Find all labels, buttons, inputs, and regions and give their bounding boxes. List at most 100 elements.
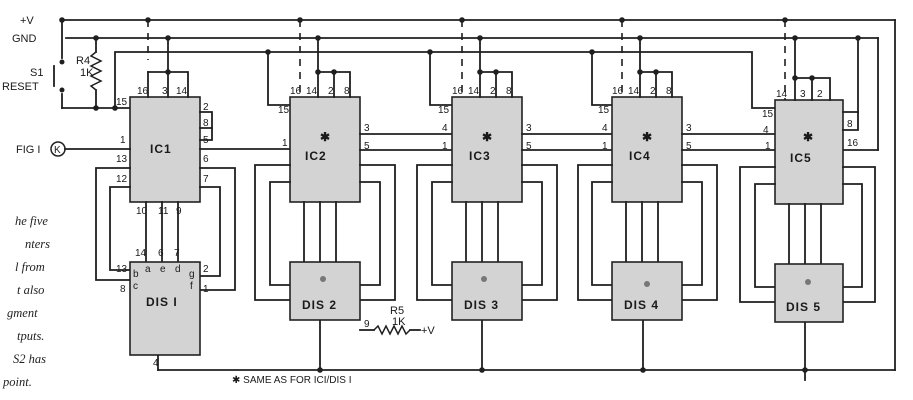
input-label: FIG I xyxy=(16,144,40,156)
dis4-label: DIS 4 xyxy=(624,298,659,312)
junction-dot xyxy=(317,367,323,373)
reset-to-ic4 xyxy=(429,51,613,106)
dis1-pin-6: 6 xyxy=(158,248,164,259)
junction-dot xyxy=(802,367,808,373)
dis1-pin-13: 13 xyxy=(116,264,128,275)
ic2-pin-16: 16 xyxy=(290,86,302,97)
ic5-pin-2: 2 xyxy=(817,89,823,100)
ic3-pin-3: 3 xyxy=(526,123,532,134)
ic3-label: IC3 xyxy=(469,149,491,163)
ic4-pin-2: 2 xyxy=(650,86,656,97)
junction-dot xyxy=(479,367,485,373)
ic1-chip xyxy=(129,96,201,203)
s1-reset-label: RESET xyxy=(2,81,39,93)
junction-dot xyxy=(792,75,798,81)
ic4-pin-16: 16 xyxy=(612,86,624,97)
ic5-loop xyxy=(754,183,776,288)
ic3-loop xyxy=(416,164,453,301)
ic4-label: IC4 xyxy=(629,149,651,163)
ic5-pin-15: 15 xyxy=(762,109,774,120)
ic4-loop xyxy=(577,164,613,301)
ic4-loop xyxy=(681,164,718,301)
dis1-pin-4: 4 xyxy=(153,358,159,369)
caption-line-8: point. xyxy=(2,375,32,389)
ic3-pin-4: 4 xyxy=(442,123,448,134)
ic1-pin-6: 6 xyxy=(203,154,209,165)
ic2-label: IC2 xyxy=(305,149,327,163)
ic1-pin-16: 16 xyxy=(137,86,149,97)
ic2-star: ✱ xyxy=(320,130,330,144)
r4-value: 1K xyxy=(80,67,94,79)
ic1-loop-12 xyxy=(109,186,131,271)
ic4-pin-3: 3 xyxy=(686,123,692,134)
reset-to-ic5 xyxy=(591,51,776,109)
ic3-loop xyxy=(521,181,543,286)
caption-line-3: l from xyxy=(15,260,45,274)
dis1-pin-1: 1 xyxy=(203,284,209,295)
junction-dot xyxy=(653,69,659,75)
ic2-pin-15: 15 xyxy=(278,105,290,116)
ic5-loop xyxy=(842,183,863,288)
ic2-loop xyxy=(254,164,291,301)
ic4-pin-1: 1 xyxy=(602,141,608,152)
ic1-pin-9: 9 xyxy=(176,206,182,217)
ic1-loop-13 xyxy=(95,167,131,281)
ic2-loop xyxy=(269,181,291,286)
junction-dot xyxy=(315,35,321,41)
ic1-right-strap-2 xyxy=(199,127,213,141)
dis1-seg-d: d xyxy=(175,264,181,275)
ic4-pin-14: 14 xyxy=(628,86,640,97)
dis1-seg-a: a xyxy=(145,264,151,275)
junction-dot xyxy=(637,69,643,75)
junction-dot xyxy=(640,367,646,373)
ic5-chip xyxy=(774,99,844,205)
junction-dot xyxy=(93,35,99,41)
junction-dot xyxy=(165,35,171,41)
ic4-star: ✱ xyxy=(642,130,652,144)
ic3-pin-2: 2 xyxy=(490,86,496,97)
junction-dot xyxy=(297,17,303,23)
junction-dot xyxy=(477,69,483,75)
junction-dot xyxy=(315,69,321,75)
ic4-pin-4: 4 xyxy=(602,123,608,134)
r5-label: R5 xyxy=(390,305,404,317)
r5-value: 1K xyxy=(392,316,406,328)
ic5-loop xyxy=(842,166,876,303)
ic1-pin-10: 10 xyxy=(136,206,148,217)
ic3-star: ✱ xyxy=(482,130,492,144)
dis4-chip xyxy=(611,261,683,321)
ic5-pin-16: 16 xyxy=(847,138,859,149)
ic1-pin-11: 11 xyxy=(158,206,169,217)
ic4-loop xyxy=(591,181,613,286)
ic3-loop xyxy=(431,181,453,286)
caption-line-2: nters xyxy=(25,237,50,251)
junction-dot xyxy=(93,105,99,111)
ic2-pin-8: 8 xyxy=(344,86,350,97)
dis3-chip xyxy=(451,261,523,321)
ic3-pin-15: 15 xyxy=(438,105,450,116)
r4-label: R4 xyxy=(76,55,90,67)
junction-dot xyxy=(477,35,483,41)
dis1-pin-2: 2 xyxy=(203,264,209,275)
junction-dot xyxy=(809,75,815,81)
ic1-loop-6 xyxy=(199,167,236,291)
gnd-label: GND xyxy=(12,33,37,45)
ic1-pin-8: 8 xyxy=(203,118,209,129)
ic5-pin-4: 4 xyxy=(763,125,769,136)
junction-dot xyxy=(782,17,788,23)
ic2-pin-14: 14 xyxy=(306,86,318,97)
dis2-chip xyxy=(289,261,361,321)
junction-dot xyxy=(112,105,118,111)
ic1-loop-7 xyxy=(199,186,221,277)
dis2-marker xyxy=(320,276,326,282)
junction-dot xyxy=(493,69,499,75)
ic5-loop xyxy=(739,166,776,303)
dis1-seg-c: c xyxy=(133,281,138,292)
ic3-pin-16: 16 xyxy=(452,86,464,97)
junction-dot xyxy=(792,35,798,41)
r5-supply: +V xyxy=(421,325,435,337)
dis1-pin-8: 8 xyxy=(120,284,126,295)
ic3-chip xyxy=(451,96,523,203)
ic1-pin-3: 3 xyxy=(162,86,168,97)
dis1-pin-7: 7 xyxy=(174,248,180,259)
